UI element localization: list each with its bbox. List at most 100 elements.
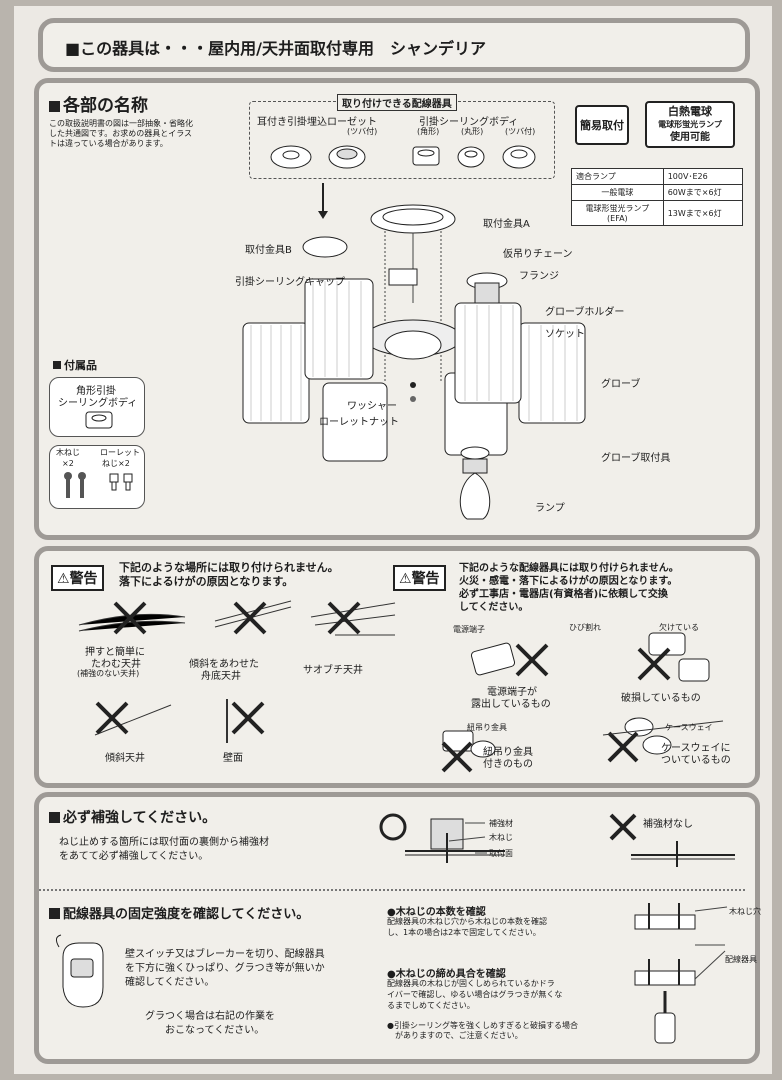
screw-check-diagram (634, 903, 728, 1044)
instruction-sheet: ■この器具は・・・屋内用/天井面取付専用 シャンデリア 各部の名称 この取扱説明… (14, 6, 772, 1074)
ceiling-item-3: サオブチ天井 (303, 665, 363, 676)
check2-text-2: イバーで確認し、ゆるい場合はグラつきが無くな (387, 990, 563, 999)
ceiling-x-marks (78, 600, 396, 743)
reinforce-text-2: をあてて必ず補強してください。 (59, 851, 209, 862)
warning-left-line-2: 落下によるけがの原因となります。 (119, 575, 294, 588)
callout-mount-b: 取付金具B (245, 245, 292, 256)
label-screw: 木ねじ (489, 833, 513, 842)
check2-title: ●木ねじの締め具合を確認 (387, 969, 506, 980)
wood-screw-qty: ×2 (62, 459, 74, 468)
callout-washer: ワッシャー (347, 401, 397, 412)
strength-text-5: おこなってください。 (165, 1025, 265, 1036)
strength-text-3: 確認してください。 (125, 977, 215, 988)
ceiling-item-4: 傾斜天井 (105, 753, 145, 764)
parts-note-1: この取扱説明書の図は一部抽象・省略化 (49, 119, 193, 128)
parts-note-2: した共通図です。お求めの器具とイラス (49, 129, 193, 138)
heading-marker (49, 101, 60, 112)
label-screw-hole: 木ねじ穴 (729, 907, 761, 916)
outlet-icons (270, 145, 536, 169)
accessory-ceiling-body: 角形引掛 シーリングボディ (49, 377, 145, 437)
callout-mount-a: 取付金具A (483, 219, 530, 230)
callout-lamp: ランプ (535, 503, 565, 514)
check1-text-1: 配線器具の木ねじ穴から木ねじの本数を確認 (387, 917, 547, 926)
caution-note-2: がありますので、ご注意ください。 (395, 1031, 523, 1040)
spec-row2-right: 13Wまで×6灯 (662, 200, 744, 226)
accessory-body-line-2: シーリングボディ (58, 398, 138, 409)
outlet-label-rosette: 耳付き引掛埋込ローゼット (257, 117, 377, 128)
accessory-screws: 木ねじ ×2 ローレット ねじ×2 (49, 445, 145, 509)
spec-header-right: 100V･E26 (662, 168, 744, 185)
screw-icons (64, 472, 133, 498)
hand-pull-icon (55, 934, 104, 1008)
outlet-item-3-line-1: 紐吊り金具 (483, 747, 533, 758)
ceiling-item-1-line-1: 押すと簡単に (85, 647, 145, 658)
outlet-sub-flange: (ツバ付) (505, 127, 536, 136)
title-bar: ■この器具は・・・屋内用/天井面取付専用 シャンデリア (38, 18, 750, 72)
section-divider (39, 889, 745, 891)
outlet-item-2: 破損しているもの (621, 693, 701, 704)
outlet-item-1-line-1: 電源端子が (487, 687, 537, 698)
warning-right-line-2: 火災・感電・落下によるけがの原因となります。 (459, 576, 678, 587)
reinforce-text-1: ねじ止めする箇所には取付面の裏側から補強材 (59, 837, 269, 848)
warning-section: ⚠警告 下記のような場所には取り付けられません。 落下によるけがの原因となります… (34, 546, 760, 788)
outlet-item-1-line-2: 露出しているもの (471, 699, 551, 710)
warning-right-line-3: 必ず工事店・電器店(有資格者)に依頼して交換 (459, 589, 668, 600)
strength-text-4: グラつく場合は右記の作業を (145, 1011, 275, 1022)
accessories-heading: 付属品 (53, 357, 97, 373)
lamp-badge-line-2: 電球形蛍光ランプ (658, 120, 722, 129)
outlet-sub-round: (丸形) (461, 127, 484, 136)
warning-right-line-1: 下記のような配線器具には取り付けられません。 (459, 563, 679, 574)
label-material: 補強材 (489, 819, 513, 828)
callout-flange: フランジ (519, 271, 559, 282)
callout-globe-holder: グローブホルダー (545, 307, 625, 318)
outlet-item-3-line-2: 付きのもの (483, 759, 533, 770)
ceiling-item-1-line-3: (補強のない天井) (77, 669, 140, 678)
strength-marker (49, 908, 60, 919)
tag-caseway: ケースウェイ (665, 723, 713, 732)
outlet-sub-rosette: (ツバ付) (347, 127, 378, 136)
tag-chip: 欠けている (659, 623, 699, 632)
strength-text-2: を下方に強くひっぱり、グラつき等が無いか (125, 963, 325, 974)
outlet-label-ceiling-body: 引掛シーリングボディ (419, 117, 519, 128)
easy-install-badge: 簡易取付 (575, 105, 629, 145)
callout-chain: 仮吊りチェーン (503, 249, 573, 260)
parts-heading: 各部の名称 (49, 91, 148, 116)
callout-globe: グローブ (601, 379, 641, 390)
reinforce-marker (49, 812, 60, 823)
accessories-marker (53, 361, 61, 369)
knurl-screw-label: ローレット (100, 448, 140, 457)
reinforce-heading: 必ず補強してください。 (49, 807, 216, 827)
outlet-x-marks (441, 632, 724, 773)
knurl-screw-qty: ねじ×2 (102, 459, 130, 468)
warning-badge-right: ⚠警告 (393, 565, 446, 591)
square-body-icon (85, 411, 113, 429)
tag-crack: ひび割れ (569, 623, 601, 632)
parts-note-3: トは違っている場合があります。 (49, 139, 168, 148)
lamp-badge-line-1: 白熱電球 (668, 105, 712, 118)
outlet-item-4-line-1: ケースウェイに (661, 743, 731, 754)
spec-row1-right: 60Wまで×6灯 (662, 184, 744, 201)
ceiling-item-1-line-2: たわむ天井 (91, 659, 141, 670)
ceiling-item-5: 壁面 (223, 753, 243, 764)
callout-socket: ソケット (545, 329, 585, 340)
wood-screw-label: 木ねじ (56, 448, 80, 457)
strength-heading: 配線器具の固定強度を確認してください。 (49, 903, 309, 922)
label-wiring-device: 配線器具 (725, 955, 757, 964)
ceiling-item-2-line-2: 舟底天井 (201, 671, 241, 682)
outlet-sub-square: (角形) (417, 127, 440, 136)
label-surface: 取付面 (489, 849, 513, 858)
strength-text-1: 壁スイッチ又はブレーカーを切り、配線器具 (125, 949, 325, 960)
warning-left-line-1: 下記のような場所には取り付けられません。 (119, 561, 339, 574)
parts-section: 各部の名称 この取扱説明書の図は一部抽象・省略化 した共通図です。お求めの器具と… (34, 78, 760, 540)
page-title: ■この器具は・・・屋内用/天井面取付専用 シャンデリア (65, 39, 486, 58)
label-no-material: 補強材なし (643, 819, 693, 830)
caution-note-1: ●引掛シーリング等を強くしめすぎると破損する場合 (387, 1021, 578, 1030)
callout-globe-fitting: グローブ取付具 (601, 453, 671, 464)
reinforcement-section: 必ず補強してください。 ねじ止めする箇所には取付面の裏側から補強材 をあてて必ず… (34, 792, 761, 1064)
outlet-item-4-line-2: ついているもの (661, 755, 731, 766)
compatible-outlets-title: 取り付けできる配線器具 (337, 94, 457, 111)
check1-text-2: し、1本の場合は2本で固定してください。 (387, 928, 541, 937)
tag-hook: 紐吊り金具 (467, 723, 507, 732)
accessory-body-line-1: 角形引掛 (76, 386, 116, 397)
